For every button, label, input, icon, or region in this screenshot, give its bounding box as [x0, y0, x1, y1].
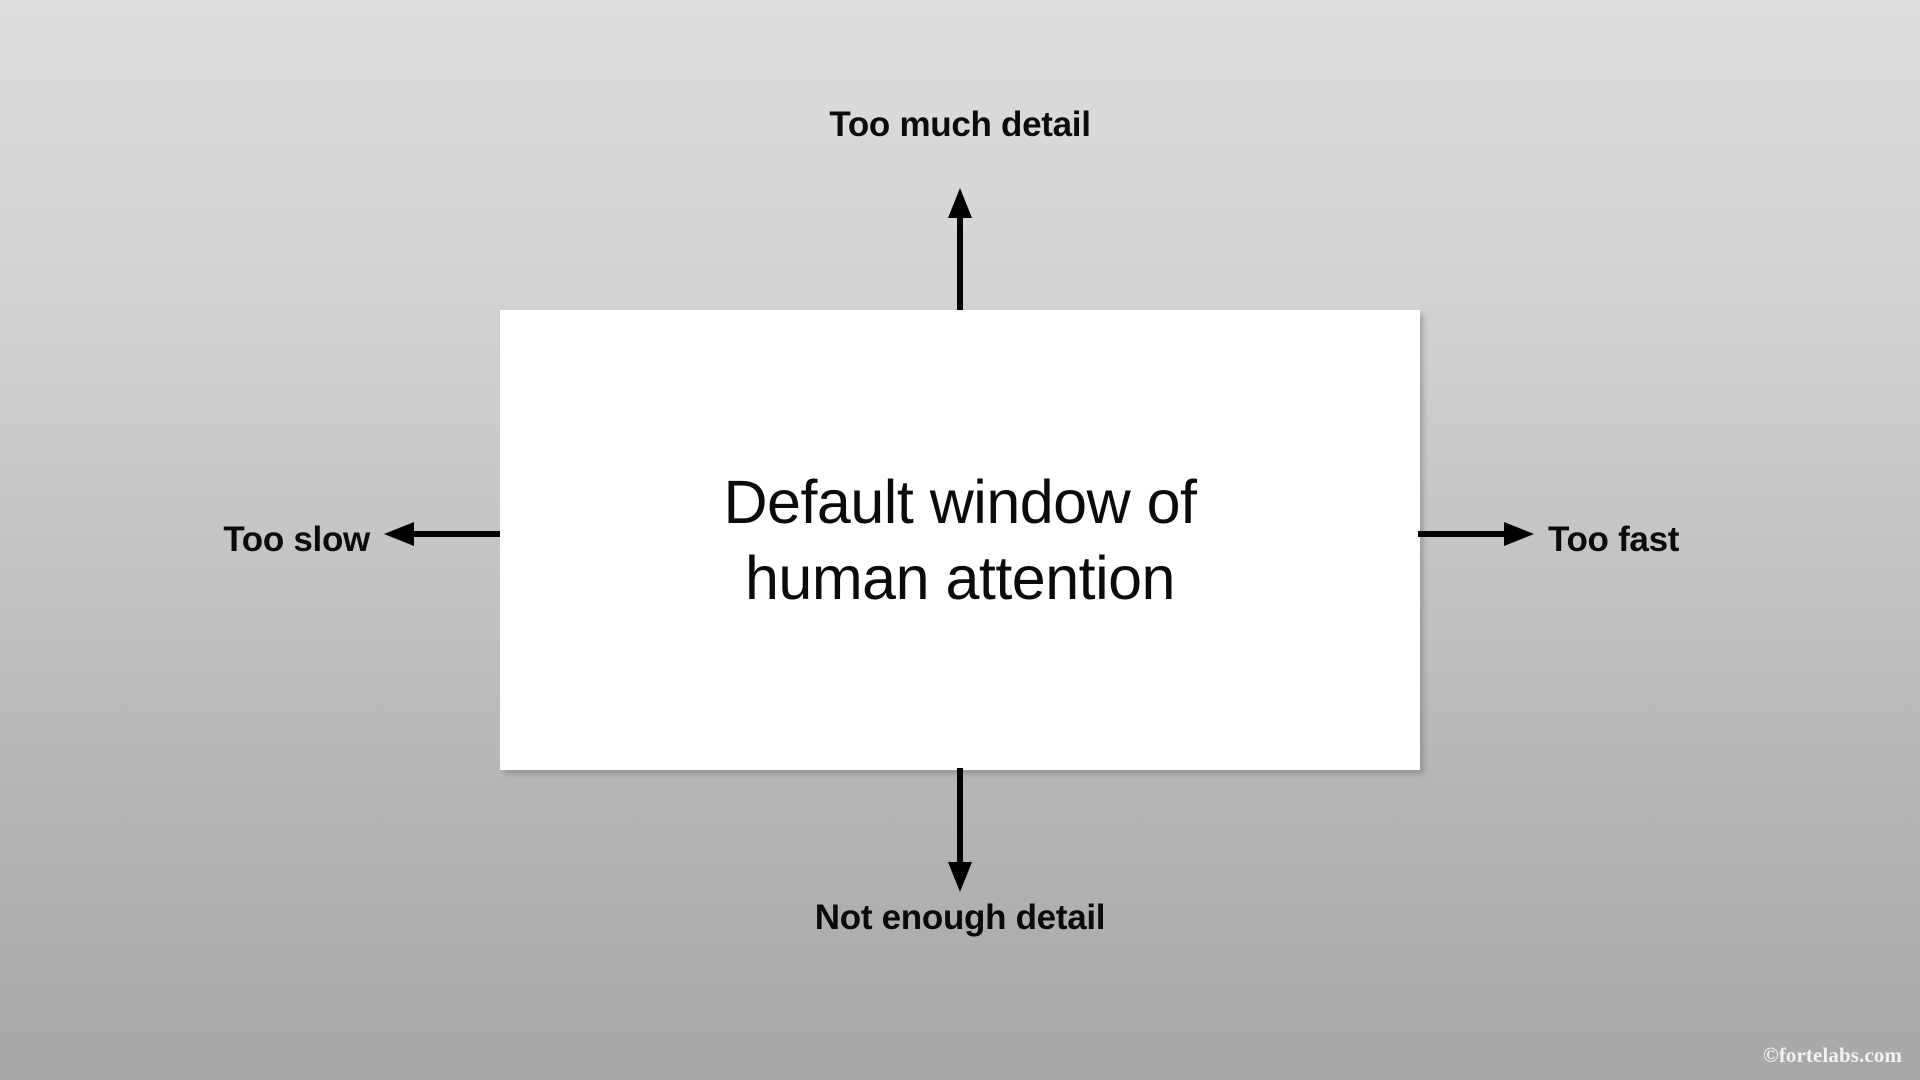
label-too-much-detail: Too much detail: [829, 105, 1091, 144]
arrow-left-icon: [384, 522, 500, 546]
arrow-up-icon: [948, 188, 972, 312]
arrow-down-icon: [948, 768, 972, 892]
arrow-right-icon: [1418, 522, 1534, 546]
center-box-label: Default window of human attention: [723, 467, 1197, 612]
label-not-enough-detail: Not enough detail: [814, 898, 1106, 937]
label-too-fast: Too fast: [1548, 520, 1680, 559]
center-box: Default window of human attention: [500, 310, 1420, 770]
label-too-slow: Too slow: [223, 520, 370, 559]
watermark: ©fortelabs.com: [1763, 1043, 1902, 1067]
